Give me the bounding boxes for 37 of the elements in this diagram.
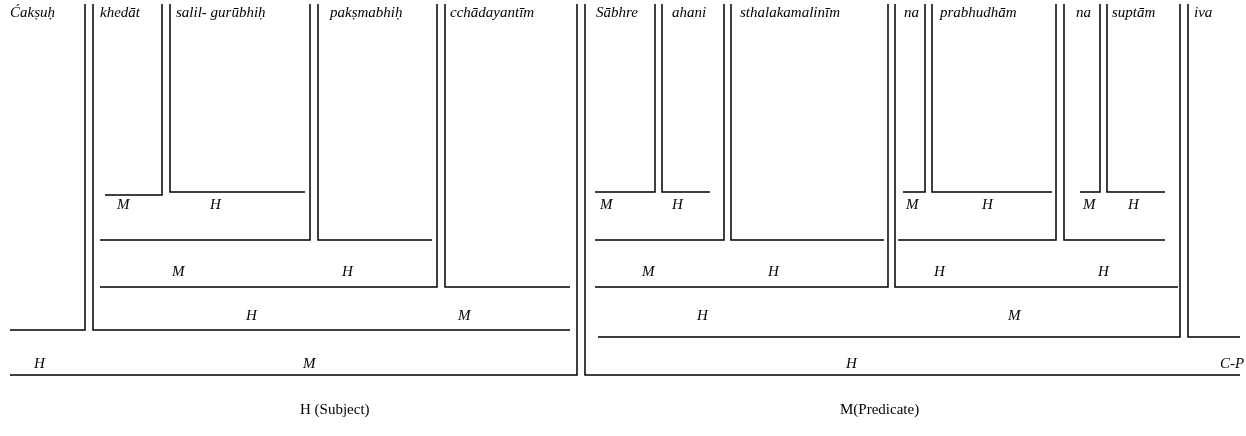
constituent-label: M — [1083, 195, 1096, 213]
constituent-label: H — [1128, 195, 1139, 213]
constituent-label: M — [906, 195, 919, 213]
word-label: Sābhre — [596, 3, 638, 21]
constituent-label: M(Predicate) — [840, 400, 920, 418]
constituent-label: C-P — [1220, 354, 1245, 372]
constituent-label: H — [934, 262, 945, 280]
constituent-label: M — [600, 195, 613, 213]
constituent-label: H — [1098, 262, 1109, 280]
constituent-label: M — [458, 306, 471, 324]
word-label: prabhudhām — [940, 3, 1017, 21]
constituent-label: H — [210, 195, 221, 213]
constituent-label: M — [172, 262, 185, 280]
constituent-label: H (Subject) — [300, 400, 370, 418]
constituent-label: H — [34, 354, 45, 372]
word-label: salil- gurūbhiḥ — [176, 3, 266, 21]
constituent-label: M — [642, 262, 655, 280]
constituent-label: H — [768, 262, 779, 280]
constituent-label: M — [117, 195, 130, 213]
word-label: sthalakamalinīm — [740, 3, 840, 21]
word-label: khedāt — [100, 3, 140, 21]
word-label: na — [904, 3, 919, 21]
constituent-label: H — [982, 195, 993, 213]
word-label: pakṣmabhiḥ — [330, 3, 403, 21]
word-label: iva — [1194, 3, 1213, 21]
word-label: Ćakṣuḥ — [10, 3, 55, 21]
word-label: cchādayantīm — [450, 3, 535, 21]
constituent-label: H — [246, 306, 257, 324]
constituent-label: M — [1008, 306, 1021, 324]
word-label: suptām — [1112, 3, 1156, 21]
constituent-label: H — [342, 262, 353, 280]
constituent-label: H — [846, 354, 857, 372]
constituent-label: M — [303, 354, 316, 372]
word-label: na — [1076, 3, 1091, 21]
constituent-label: H — [697, 306, 708, 324]
word-label: ahani — [672, 3, 707, 21]
constituent-label: H — [672, 195, 683, 213]
